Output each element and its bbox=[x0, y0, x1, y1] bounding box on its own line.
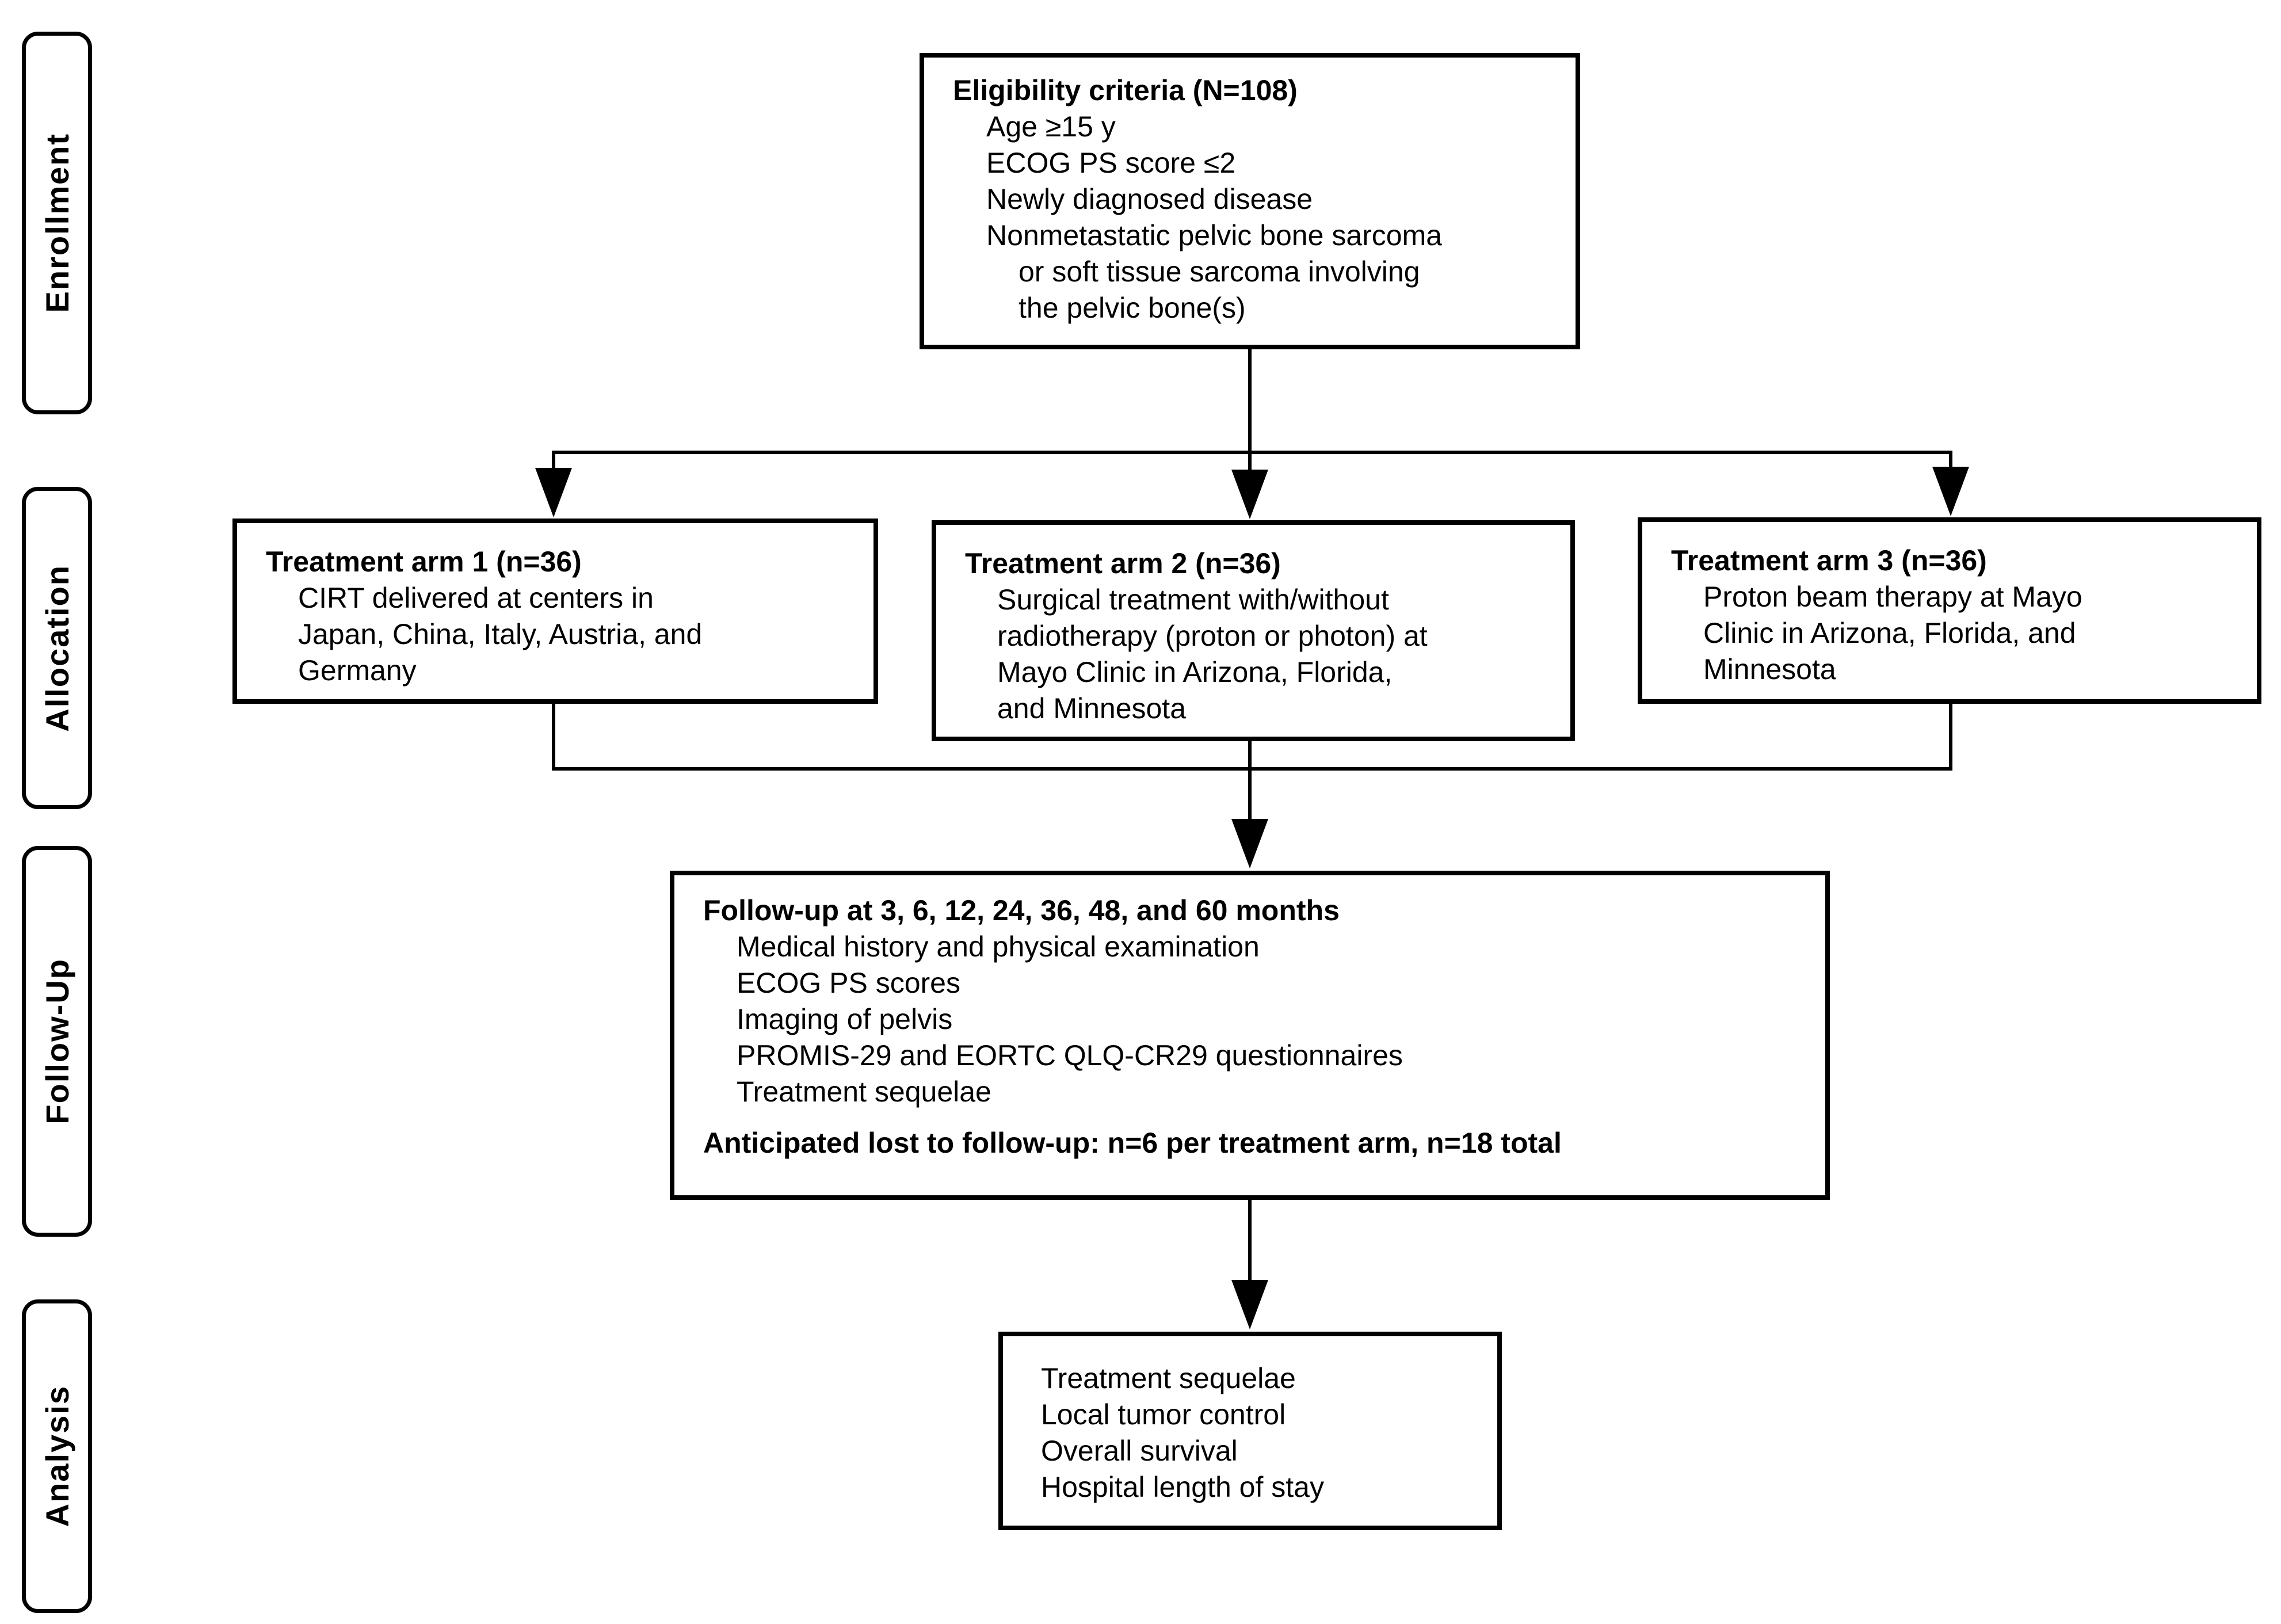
eligibility-item-ecog: ECOG PS score ≤2 bbox=[986, 147, 1236, 179]
arrowhead-arm1 bbox=[535, 468, 572, 517]
stage-label-enrollment-text: Enrollment bbox=[39, 133, 75, 313]
treatment-arm-1-box: Treatment arm 1 (n=36) CIRT delivered at… bbox=[232, 519, 878, 704]
arrowhead-arm3 bbox=[1932, 467, 1969, 516]
analysis-item-overall-survival: Overall survival bbox=[1041, 1435, 1238, 1467]
follow-up-title: Follow-up at 3, 6, 12, 24, 36, 48, and 6… bbox=[703, 894, 1340, 927]
treatment-arm-3-box: Treatment arm 3 (n=36) Proton beam thera… bbox=[1638, 517, 2261, 704]
stage-label-allocation-text: Allocation bbox=[39, 564, 75, 732]
stage-label-allocation: Allocation bbox=[22, 487, 92, 809]
treatment-arm-2-title: Treatment arm 2 (n=36) bbox=[965, 547, 1281, 580]
stage-label-follow-up: Follow-Up bbox=[22, 846, 92, 1237]
eligibility-item-nonmetastatic: Nonmetastatic pelvic bone sarcoma or sof… bbox=[986, 219, 1443, 324]
eligibility-item-newly-diagnosed: Newly diagnosed disease bbox=[986, 183, 1313, 215]
treatment-arm-2-box: Treatment arm 2 (n=36) Surgical treatmen… bbox=[932, 520, 1575, 741]
follow-up-item-ecog-scores: ECOG PS scores bbox=[737, 967, 960, 999]
stage-label-analysis: Analysis bbox=[22, 1299, 92, 1613]
follow-up-item-medical-history: Medical history and physical examination bbox=[737, 931, 1260, 963]
treatment-arm-3-description: Proton beam therapy at Mayo Clinic in Ar… bbox=[1703, 581, 2082, 685]
treatment-arm-3-title: Treatment arm 3 (n=36) bbox=[1671, 544, 1987, 577]
stage-label-enrollment: Enrollment bbox=[22, 32, 92, 414]
follow-up-item-treatment-sequelae: Treatment sequelae bbox=[737, 1076, 991, 1108]
analysis-item-local-tumor-control: Local tumor control bbox=[1041, 1398, 1286, 1431]
eligibility-title: Eligibility criteria (N=108) bbox=[953, 74, 1298, 106]
stage-label-follow-up-text: Follow-Up bbox=[39, 958, 75, 1124]
arrowhead-followup bbox=[1231, 819, 1268, 868]
analysis-item-treatment-sequelae: Treatment sequelae bbox=[1041, 1362, 1296, 1394]
follow-up-item-questionnaires: PROMIS-29 and EORTC QLQ-CR29 questionnai… bbox=[737, 1039, 1403, 1072]
follow-up-box: Follow-up at 3, 6, 12, 24, 36, 48, and 6… bbox=[670, 871, 1830, 1200]
analysis-item-hospital-length-of-stay: Hospital length of stay bbox=[1041, 1471, 1324, 1503]
eligibility-box: Eligibility criteria (N=108) Age ≥15 y E… bbox=[920, 53, 1580, 349]
treatment-arm-1-title: Treatment arm 1 (n=36) bbox=[266, 546, 582, 578]
stage-label-analysis-text: Analysis bbox=[39, 1385, 75, 1527]
treatment-arm-1-description: CIRT delivered at centers in Japan, Chin… bbox=[298, 582, 703, 687]
follow-up-item-imaging: Imaging of pelvis bbox=[737, 1003, 953, 1035]
eligibility-item-age: Age ≥15 y bbox=[986, 110, 1116, 143]
arrowhead-arm2 bbox=[1231, 470, 1268, 519]
analysis-box: Treatment sequelae Local tumor control O… bbox=[998, 1332, 1502, 1530]
treatment-arm-2-description: Surgical treatment with/without radiothe… bbox=[997, 584, 1428, 725]
follow-up-lost-to-followup-note: Anticipated lost to follow-up: n=6 per t… bbox=[703, 1127, 1562, 1159]
arrowhead-analysis bbox=[1231, 1280, 1268, 1329]
